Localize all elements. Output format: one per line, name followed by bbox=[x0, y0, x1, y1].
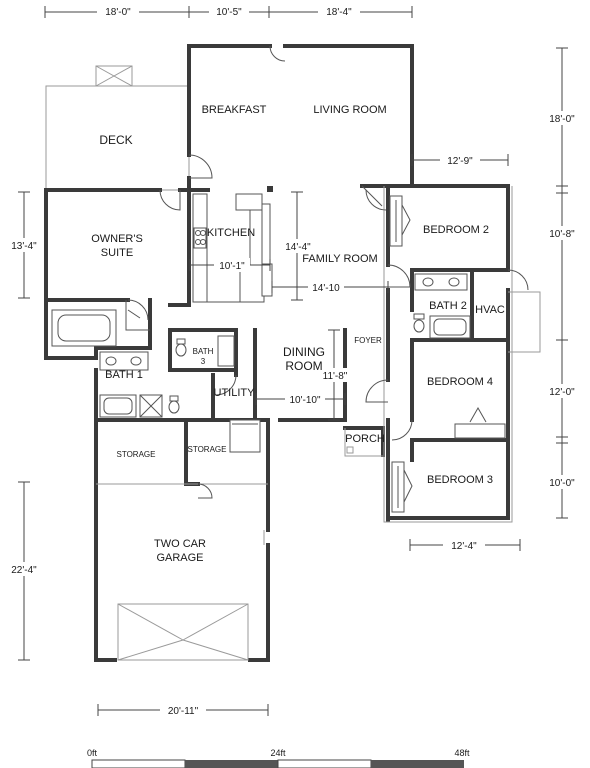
room-family: FAMILY ROOM bbox=[302, 253, 377, 265]
dim-dining-height: 11'-8" bbox=[323, 371, 348, 382]
room-breakfast: BREAKFAST bbox=[202, 104, 267, 116]
bath3-fixtures bbox=[175, 335, 261, 453]
dim-bedroom3-width: 12'-4" bbox=[451, 541, 477, 552]
dim-left-garage: 22'-4" bbox=[11, 565, 37, 576]
dim-kitchen-width: 10'-1" bbox=[219, 261, 245, 272]
outline-thin bbox=[96, 186, 541, 523]
dim-right-3: 12'-0" bbox=[549, 387, 575, 398]
room-foyer: FOYER bbox=[354, 336, 382, 345]
room-labels: DECK BREAKFAST LIVING ROOM OWNER'S SUITE… bbox=[91, 104, 505, 564]
room-bath-1: BATH 1 bbox=[105, 369, 143, 381]
room-bedroom-2: BEDROOM 2 bbox=[423, 224, 489, 236]
scale-end: 48ft bbox=[454, 748, 470, 758]
room-storage-left: STORAGE bbox=[117, 450, 156, 459]
kitchen-fixtures bbox=[192, 186, 273, 303]
room-dining-2: ROOM bbox=[285, 359, 322, 373]
dimension-top: 18'-0" 10'-5" 18'-4" bbox=[44, 4, 413, 18]
room-bath-3-b: 3 bbox=[201, 357, 206, 366]
room-garage-2: GARAGE bbox=[156, 552, 203, 564]
room-dining-1: DINING bbox=[283, 345, 325, 359]
room-bath-2: BATH 2 bbox=[429, 300, 467, 312]
garage-door bbox=[117, 530, 265, 661]
bath1-fixtures bbox=[51, 300, 180, 418]
dimension-left: 13'-4" 22'-4" bbox=[4, 191, 44, 661]
room-storage-right: STORAGE bbox=[188, 445, 227, 454]
scale-bar: 0ft 24ft 48ft bbox=[87, 748, 470, 768]
room-utility: UTILITY bbox=[214, 387, 256, 399]
room-bedroom-3: BEDROOM 3 bbox=[427, 474, 493, 486]
room-kitchen: KITCHEN bbox=[207, 227, 255, 239]
dim-family-width: 14'-10 bbox=[312, 283, 340, 294]
dim-right-4: 10'-0" bbox=[549, 478, 575, 489]
room-hvac: HVAC bbox=[475, 304, 505, 316]
room-deck: DECK bbox=[99, 133, 132, 147]
dim-top-mid: 10'-5" bbox=[216, 7, 242, 18]
doors bbox=[127, 45, 529, 499]
right-wing-fixtures bbox=[389, 195, 506, 513]
room-living: LIVING ROOM bbox=[313, 104, 386, 116]
room-porch: PORCH bbox=[345, 433, 385, 445]
scale-start: 0ft bbox=[87, 748, 98, 758]
interior-dimensions: 12'-9" 10'-1" 14'-4" 14'-10 11'-8" 10'-1… bbox=[189, 153, 509, 421]
room-bath-3-a: BATH bbox=[193, 347, 214, 356]
dimension-right: 18'-0" 10'-8" 12'-0" 10'-0" bbox=[542, 47, 582, 519]
dim-top-right: 18'-4" bbox=[326, 7, 352, 18]
room-garage-1: TWO CAR bbox=[154, 538, 206, 550]
dim-family-height: 14'-4" bbox=[285, 242, 311, 253]
scale-mid: 24ft bbox=[270, 748, 286, 758]
room-owners-suite-2: SUITE bbox=[101, 247, 133, 259]
dim-right-1: 18'-0" bbox=[549, 114, 575, 125]
deck bbox=[45, 65, 190, 191]
dim-top-left: 18'-0" bbox=[105, 7, 131, 18]
dim-left-suite: 13'-4" bbox=[11, 241, 37, 252]
room-owners-suite-1: OWNER'S bbox=[91, 233, 143, 245]
walls bbox=[44, 44, 510, 662]
dim-living-width: 12'-9" bbox=[447, 156, 473, 167]
dim-garage-width: 20'-11" bbox=[168, 706, 199, 717]
room-bedroom-4: BEDROOM 4 bbox=[427, 376, 493, 388]
dim-dining-width: 10'-10" bbox=[289, 395, 320, 406]
dimension-bottom: 12'-4" 20'-11" bbox=[97, 538, 521, 717]
dim-right-2: 10'-8" bbox=[549, 229, 575, 240]
